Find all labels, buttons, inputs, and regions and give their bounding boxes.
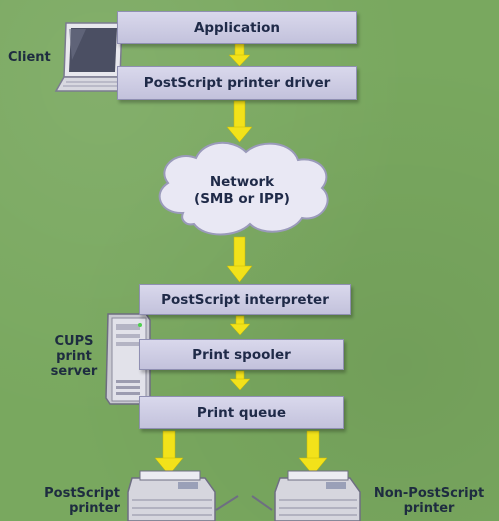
print-spooler-box: Print spooler (139, 339, 344, 370)
printer-driver-label: PostScript printer driver (143, 75, 331, 91)
arrow-network-to-interpreter (226, 236, 253, 283)
application-box: Application (117, 11, 357, 44)
arrow-interpreter-to-spooler (229, 315, 251, 336)
postscript-interpreter-box: PostScript interpreter (139, 284, 351, 315)
network-label-line2: (SMB or IPP) (194, 191, 290, 207)
cups-server-label-line1: CUPS (54, 334, 94, 349)
non-postscript-printer-label-line1: Non-PostScript (373, 486, 485, 501)
arrow-driver-to-network (226, 100, 253, 143)
cups-server-label: CUPS print server (44, 334, 104, 379)
client-label: Client (8, 50, 51, 65)
print-queue-label: Print queue (196, 404, 287, 421)
non-postscript-printer-icon (251, 470, 361, 521)
print-spooler-label: Print spooler (192, 346, 291, 363)
arrow-app-to-driver (228, 43, 251, 67)
postscript-printer-label-line1: PostScript (44, 486, 120, 501)
postscript-interpreter-label: PostScript interpreter (161, 291, 329, 308)
arrow-queue-to-non-postscript-printer (298, 430, 328, 476)
printer-driver-box: PostScript printer driver (117, 66, 357, 100)
network-cloud (158, 141, 329, 236)
non-postscript-printer-label-line2: printer (403, 501, 455, 516)
cups-server-label-line2: print (56, 349, 92, 364)
cups-server-label-line3: server (50, 364, 98, 379)
arrow-queue-to-postscript-printer (154, 430, 184, 476)
non-postscript-printer-label: Non-PostScript printer (362, 486, 496, 516)
application-label: Application (193, 19, 281, 36)
network-label: Network (SMB or IPP) (170, 174, 314, 208)
postscript-printer-label: PostScript printer (20, 486, 120, 516)
print-queue-box: Print queue (139, 396, 344, 429)
postscript-printer-label-line2: printer (69, 501, 120, 516)
postscript-printer-icon (127, 470, 239, 521)
network-label-line1: Network (209, 174, 275, 190)
arrow-spooler-to-queue (229, 370, 251, 391)
